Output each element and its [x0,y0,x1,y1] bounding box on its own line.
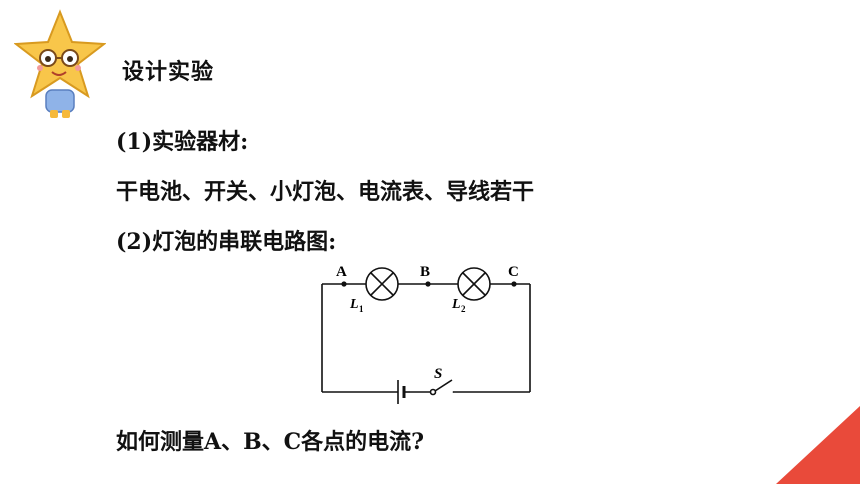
switch-label: S [434,366,442,382]
switch-icon [429,379,454,396]
point-c-label: C [508,264,519,280]
equipment-heading: (1)实验器材: [116,129,249,155]
point-c-dot [511,281,517,287]
question-text: 如何测量A、B、C各点的电流? [116,429,425,455]
diagram-heading: (2)灯泡的串联电路图: [116,229,337,255]
point-b-dot [425,281,431,287]
lamp2-label: L [451,297,461,312]
lamp2-subscript: 2 [461,304,466,314]
section-title: 设计实验 [122,60,215,85]
lamp1-icon [365,267,399,301]
corner-accent [776,406,860,484]
lamp2-icon [457,267,491,301]
equipment-list: 干电池、开关、小灯泡、电流表、导线若干 [116,179,535,205]
lamp1-subscript: 1 [359,304,364,314]
point-a-label: A [336,264,347,280]
battery-icon [397,380,410,404]
point-b-label: B [420,264,430,280]
star-mascot-icon [14,9,106,118]
series-circuit-diagram: A B C L 1 L 2 S [321,264,531,404]
point-a-dot [341,281,347,287]
lamp1-label: L [349,297,359,312]
